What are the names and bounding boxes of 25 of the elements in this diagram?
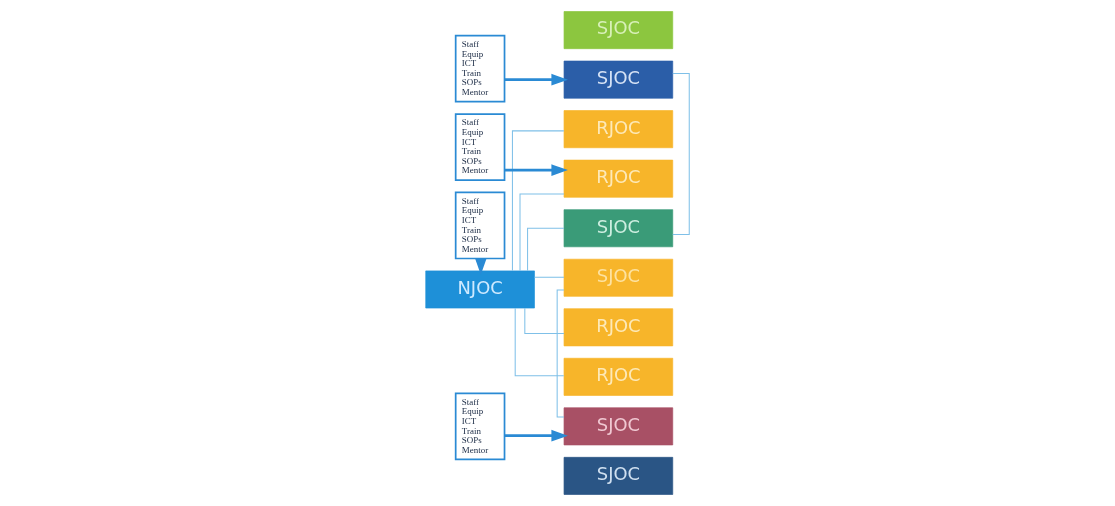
node-box: SJOC xyxy=(563,11,674,49)
connector xyxy=(672,72,690,235)
node-box: SJOC xyxy=(563,60,674,99)
node-box: RJOC xyxy=(563,357,674,396)
arrow xyxy=(504,164,568,176)
connector xyxy=(556,289,565,418)
node-box: SJOC xyxy=(563,209,674,248)
connector xyxy=(511,130,565,272)
connector xyxy=(514,307,565,377)
arrow xyxy=(504,73,568,86)
node-box: Staff Equip ICT Train SOPs Mentor xyxy=(454,113,506,181)
arrow xyxy=(504,429,568,442)
node-box: RJOC xyxy=(563,110,674,149)
connector xyxy=(524,307,565,334)
node-box: Staff Equip ICT Train SOPs Mentor xyxy=(454,392,506,461)
node-box: NJOC xyxy=(425,270,535,309)
connector xyxy=(519,193,565,272)
node-box: SJOC xyxy=(563,258,674,297)
connector xyxy=(534,276,565,278)
node-box: Staff Equip ICT Train SOPs Mentor xyxy=(454,34,506,103)
node-box: RJOC xyxy=(563,308,674,347)
node-box: RJOC xyxy=(563,159,674,198)
connector xyxy=(527,227,565,272)
node-box: SJOC xyxy=(563,407,674,446)
node-box: SJOC xyxy=(563,457,674,495)
